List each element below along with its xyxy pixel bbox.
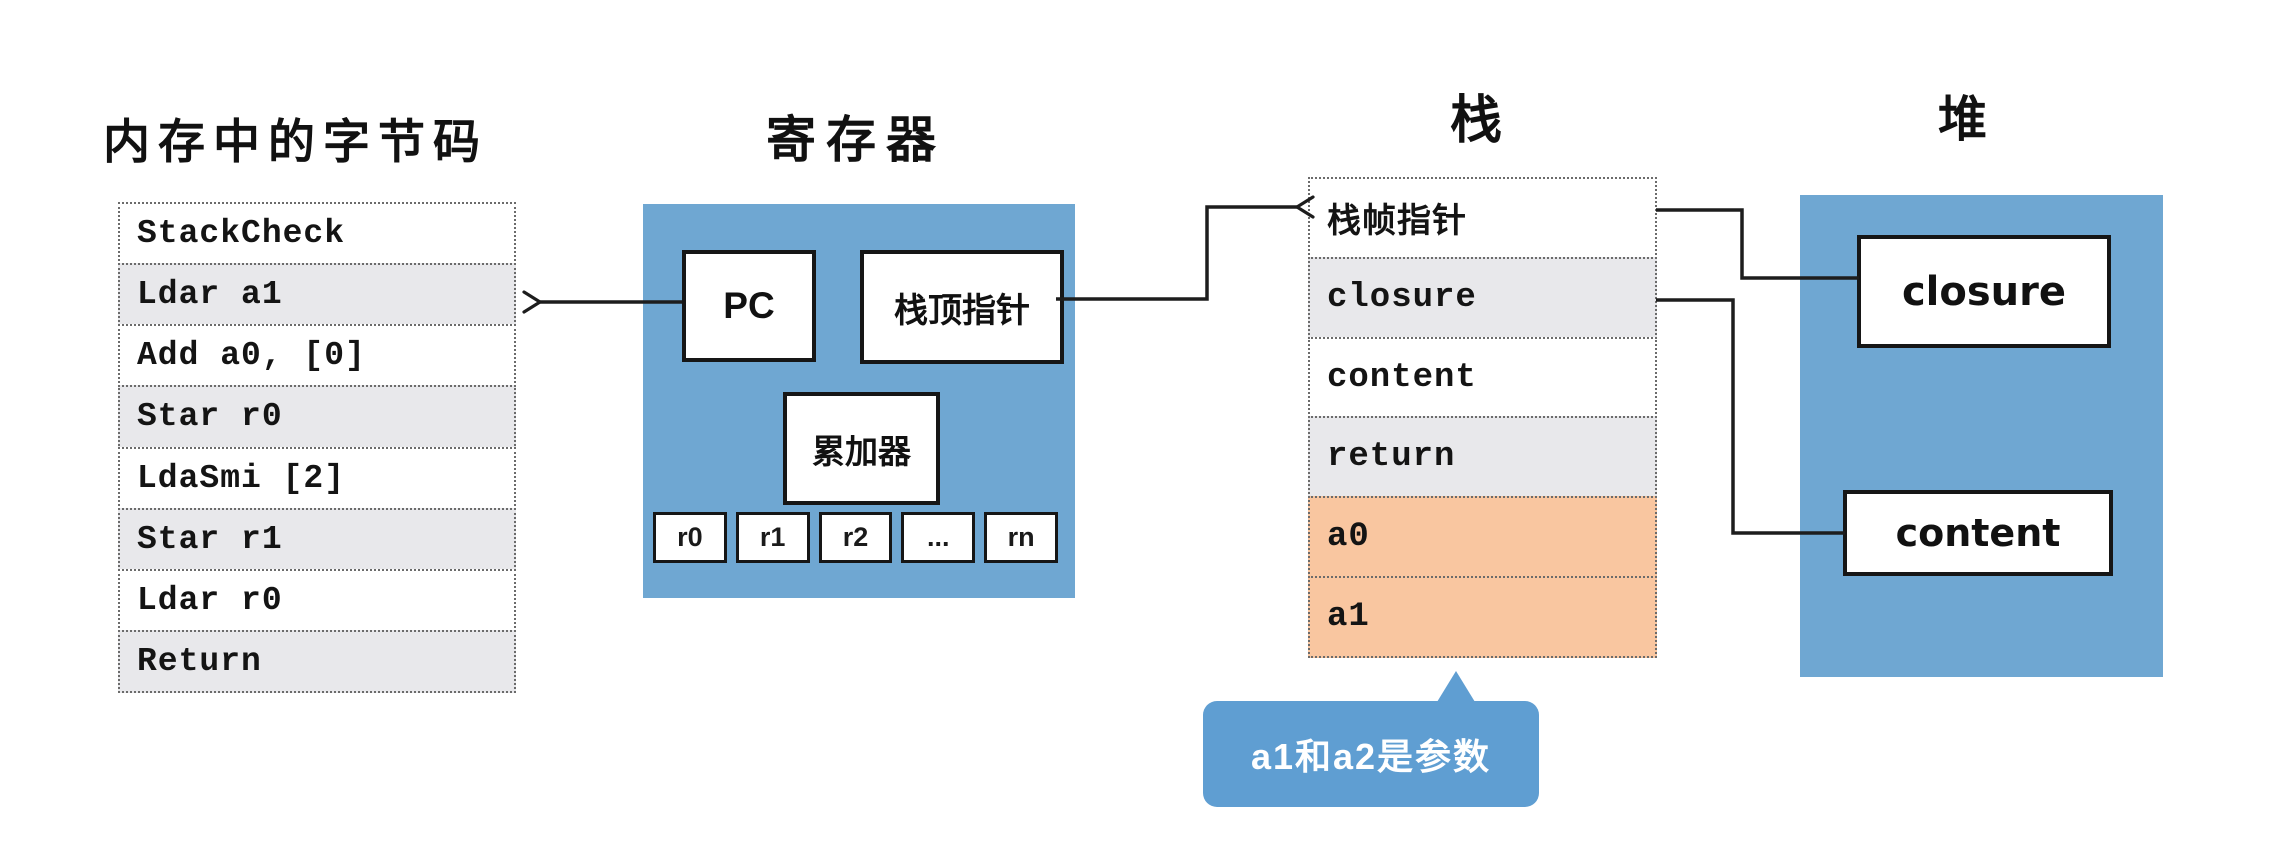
heap-section-title: 堆 [1938,93,1988,147]
stack-list: 栈帧指针 closure content return a0 a1 [1308,177,1657,658]
callout-pointer-triangle [1437,671,1475,702]
registers-section-title: 寄存器 [766,112,946,168]
heap-content-label: content [1895,511,2061,555]
stack-row-content: content [1308,336,1657,419]
bytecode-row: Star r1 [118,507,516,571]
stack-row-closure: closure [1308,256,1657,339]
register-cell-r0: r0 [653,512,727,563]
pc-label: PC [723,285,775,326]
callout-bubble: a1和a2是参数 [1203,701,1539,807]
stack-row-return: return [1308,416,1657,499]
arrow-stack-top-pointer-to-stack [1056,195,1315,301]
register-cell-r2: r2 [818,512,893,563]
bytecode-list: StackCheck Ldar a1 Add a0, [0] Star r0 L… [118,202,516,693]
register-cell-ellipsis: ... [901,512,976,563]
stack-row-a1: a1 [1308,576,1657,658]
register-cell-r1: r1 [735,512,810,563]
callout-text: a1和a2是参数 [1250,736,1492,777]
pc-register-box: PC [682,250,816,362]
stack-row-a0: a0 [1308,496,1657,579]
bytecode-section-title: 内存中的字节码 [103,115,488,168]
bytecode-row: Return [118,629,516,693]
bytecode-row: Add a0, [0] [118,324,516,388]
stack-top-pointer-box: 栈顶指针 [860,250,1064,364]
accumulator-label: 累加器 [812,432,911,470]
bytecode-row: Ldar r0 [118,568,516,632]
heap-closure-box: closure [1857,235,2111,348]
bytecode-row: Ldar a1 [118,263,516,327]
stack-section-title: 栈 [1450,92,1503,150]
stack-top-pointer-label: 栈顶指针 [894,291,1030,330]
heap-content-box: content [1843,490,2113,576]
bytecode-row: StackCheck [118,202,516,266]
accumulator-box: 累加器 [783,392,940,505]
stack-row-frame-pointer: 栈帧指针 [1308,177,1657,259]
general-register-cells: r0 r1 r2 ... rn [653,512,1058,563]
register-cell-rn: rn [984,512,1058,563]
bytecode-row: LdaSmi [2] [118,446,516,510]
bytecode-row: Star r0 [118,385,516,449]
heap-closure-label: closure [1901,268,2067,315]
